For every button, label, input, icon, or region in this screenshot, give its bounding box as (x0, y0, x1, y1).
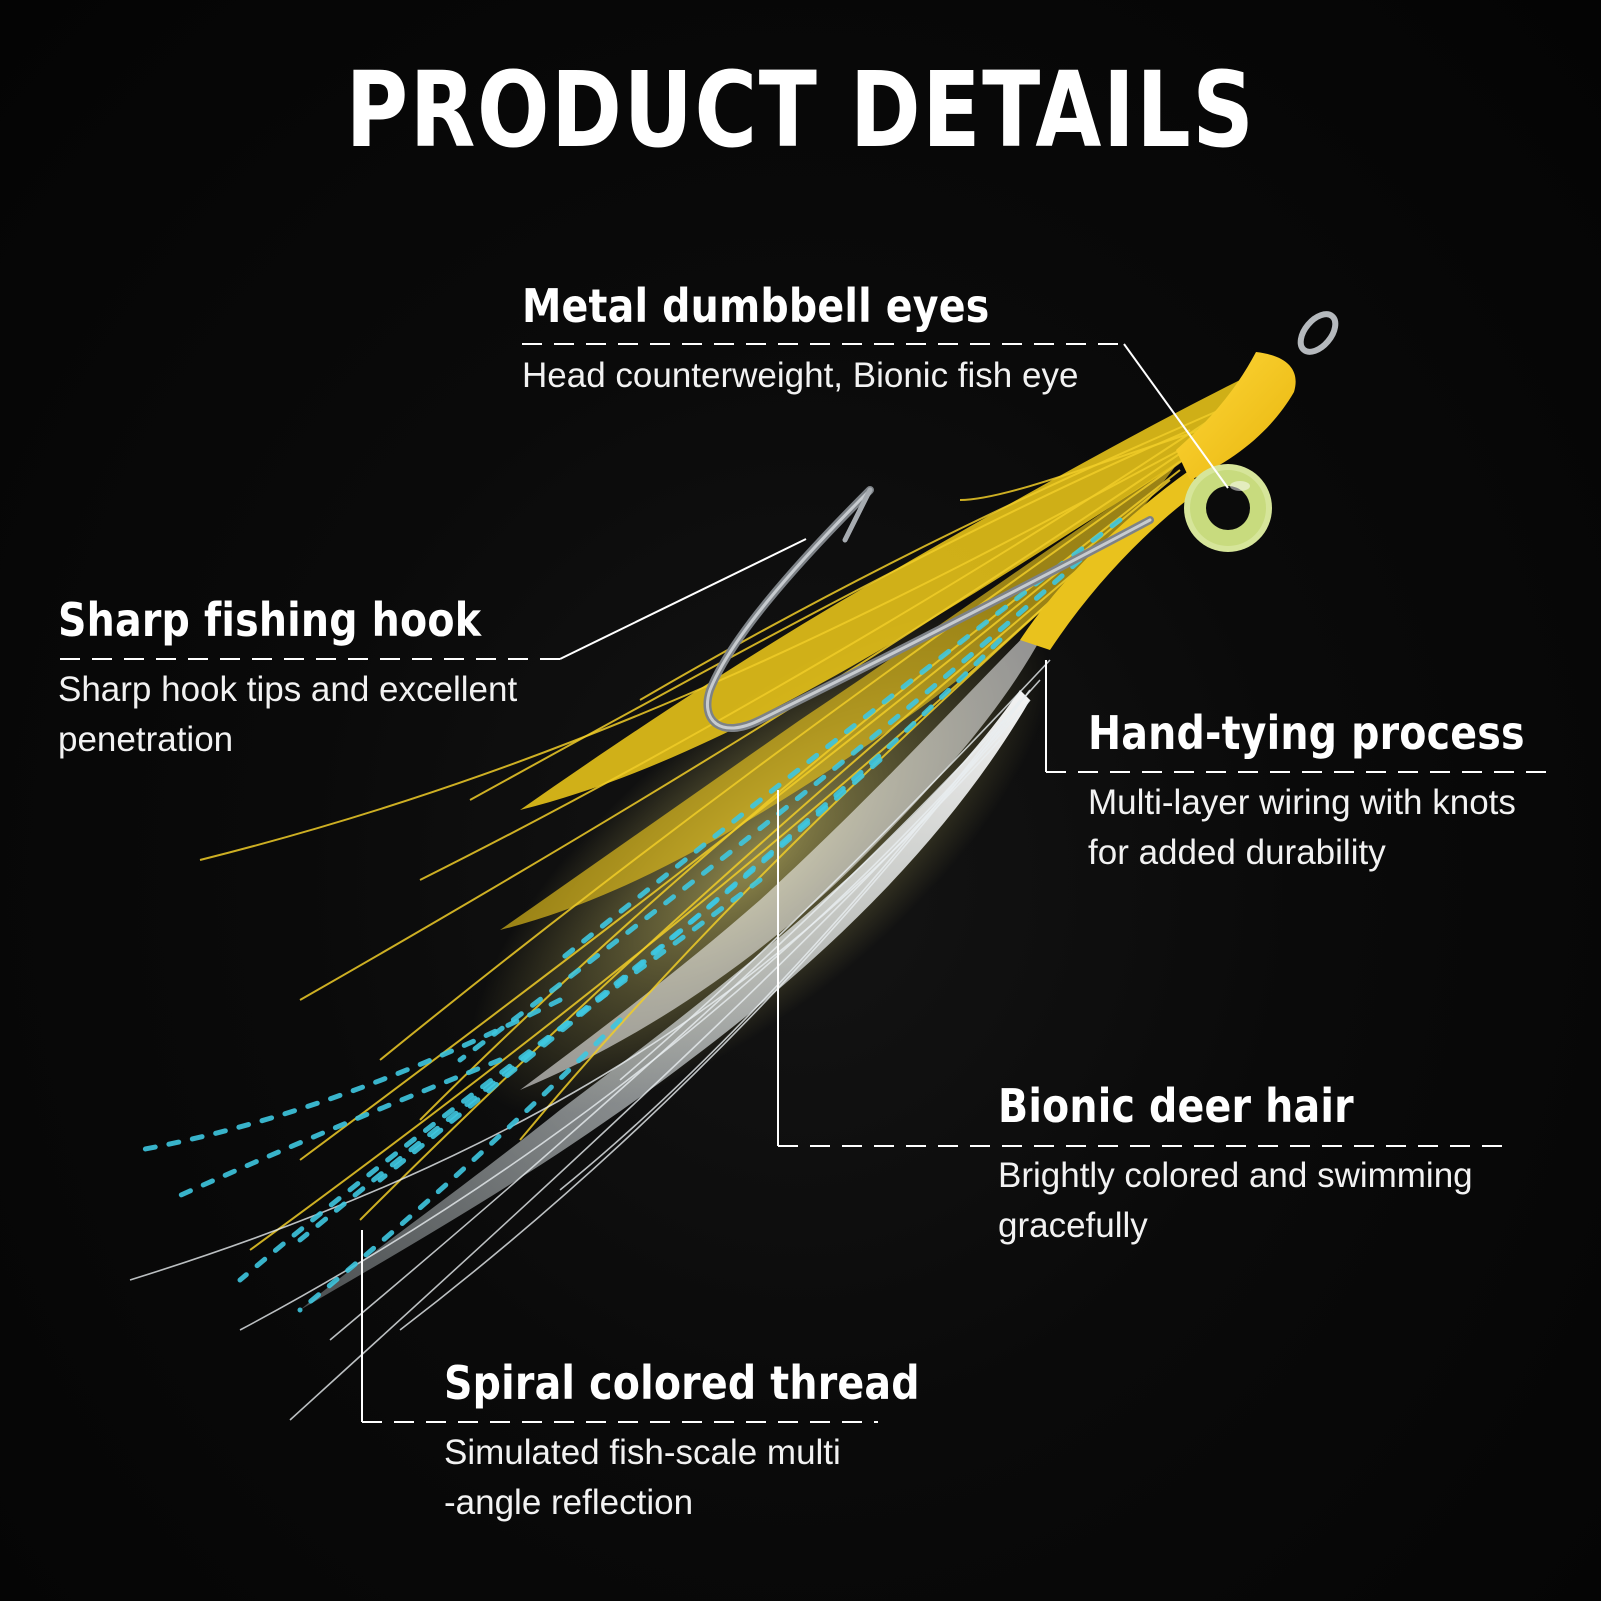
callout-heading: Metal dumbbell eyes (522, 279, 990, 333)
callout-spiral-colored-thread: Spiral colored thread Simulated fish-sca… (444, 1360, 997, 1528)
callout-metal-dumbbell-eyes: Metal dumbbell eyes Head counterweight, … (522, 283, 1078, 401)
callout-description: Sharp hook tips and excellent penetratio… (58, 670, 518, 759)
callout-hand-tying-process: Hand-tying process Multi-layer wiring wi… (1088, 710, 1596, 878)
hook-eye (1297, 311, 1339, 355)
callout-description: Brightly colored and swimming gracefully (998, 1156, 1473, 1245)
fishing-hook (703, 486, 1154, 733)
dumbbell-eye (1184, 464, 1272, 552)
leader-lines (60, 343, 1556, 1423)
callout-bionic-deer-hair: Bionic deer hair Brightly colored and sw… (998, 1083, 1473, 1251)
page-title: PRODUCT DETAILS (345, 49, 1256, 171)
thread-wrap (1020, 470, 1200, 650)
leader-connector-eyes (1123, 343, 1229, 489)
callout-description: Multi-layer wiring with knots for added … (1088, 783, 1516, 872)
callout-description: Head counterweight, Bionic fish eye (522, 356, 1079, 395)
leader-connector-hook (559, 538, 807, 660)
callout-heading: Sharp fishing hook (58, 593, 482, 647)
lure-body-glow (469, 604, 1051, 1116)
yellow-hair-mass-2 (500, 460, 1180, 930)
flash-flecks (137, 517, 1123, 1313)
callout-heading: Spiral colored thread (444, 1356, 920, 1410)
callout-heading: Hand-tying process (1088, 706, 1525, 760)
callout-description: Simulated fish-scale multi -angle reflec… (444, 1433, 841, 1522)
white-strands (129, 659, 1051, 1421)
callout-heading: Bionic deer hair (998, 1079, 1354, 1133)
lure-head (1176, 352, 1296, 480)
yellow-hair-mass (520, 380, 1240, 810)
callout-sharp-fishing-hook: Sharp fishing hook Sharp hook tips and e… (58, 597, 550, 765)
